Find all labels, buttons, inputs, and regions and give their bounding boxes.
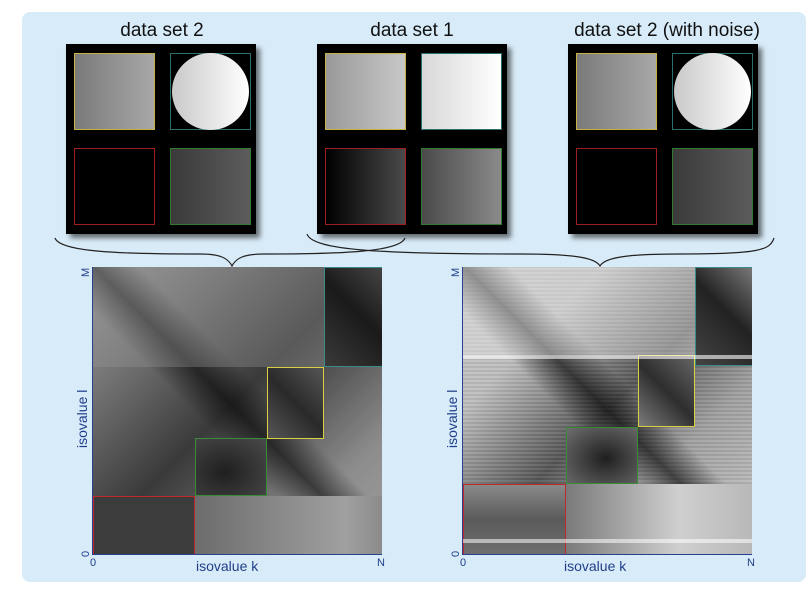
block-bottom-right [566, 484, 752, 554]
y-axis-label-right: isovalue l [444, 389, 460, 448]
block-upper [463, 267, 695, 355]
y-start-left: 0 [80, 550, 92, 557]
block-yellow [267, 367, 324, 439]
y-axis-label-left: isovalue l [74, 389, 90, 448]
region-yellow [74, 53, 155, 130]
disc-shape [674, 53, 751, 130]
region-teal [421, 53, 502, 130]
disc-shape [172, 53, 249, 130]
left-brace [54, 237, 406, 268]
noise-band [463, 355, 752, 359]
region-teal [170, 53, 251, 130]
y-end-left: M [80, 267, 92, 277]
heatmap-left [92, 267, 382, 555]
noise-band [463, 539, 752, 543]
thumbnail-data-set-1 [317, 44, 507, 234]
thumbnail-data-set-2-noise [568, 44, 758, 234]
region-green [170, 148, 251, 225]
x-start-right: 0 [460, 557, 467, 569]
block-teal [324, 267, 382, 367]
y-end-right: M [450, 267, 462, 277]
region-yellow [325, 53, 406, 130]
title-data-set-2-noise: data set 2 (with noise) [574, 20, 760, 41]
block-bottom-left [93, 496, 195, 554]
block-bottom-left [463, 484, 566, 554]
block-green [566, 427, 638, 484]
region-teal [672, 53, 753, 130]
title-data-set-2: data set 2 [120, 20, 204, 41]
region-green [421, 148, 502, 225]
region-red [325, 148, 406, 225]
block-teal [695, 267, 752, 366]
x-axis-label-right: isovalue k [564, 558, 627, 574]
thumbnail-data-set-2 [66, 44, 256, 234]
heatmap-right [462, 267, 752, 555]
region-green [672, 148, 753, 225]
block-upper [93, 267, 324, 367]
block-yellow [638, 355, 695, 427]
x-end-right: N [747, 557, 755, 569]
block-green [195, 438, 267, 496]
x-axis-label-left: isovalue k [196, 558, 259, 574]
region-yellow [576, 53, 657, 130]
x-end-left: N [377, 557, 385, 569]
x-start-left: 0 [90, 557, 97, 569]
y-start-right: 0 [450, 550, 462, 557]
region-red [576, 148, 657, 225]
title-data-set-1: data set 1 [370, 20, 454, 41]
right-brace [306, 233, 775, 268]
block-bottom-right [195, 496, 382, 554]
region-red [74, 148, 155, 225]
